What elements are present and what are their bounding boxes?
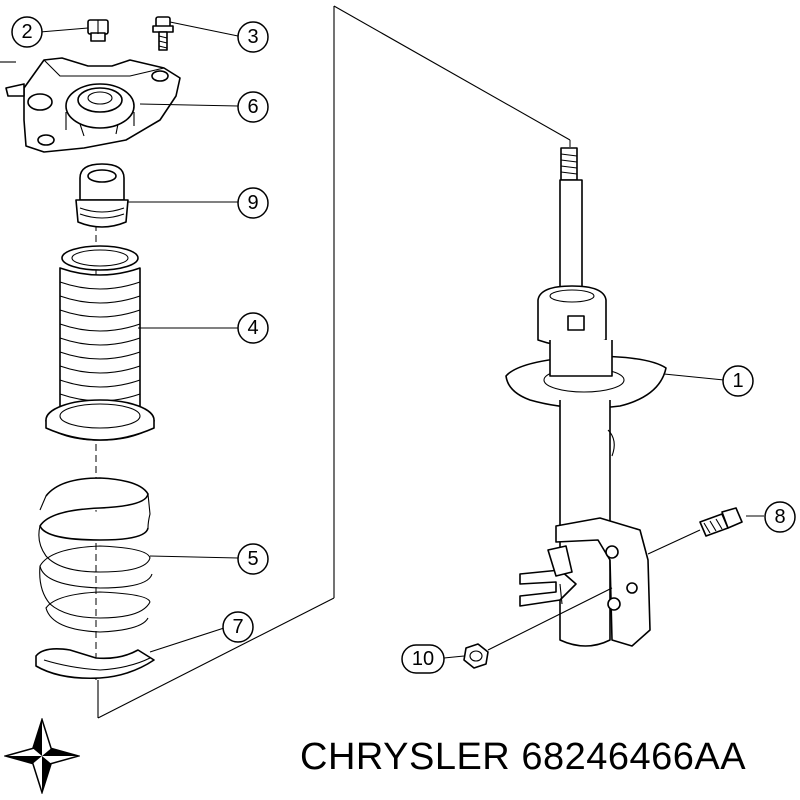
callout-9-label: 9	[247, 192, 258, 214]
part-7-spring-isolator	[35, 648, 155, 680]
callout-3: 3	[237, 21, 269, 53]
brand-name: CHRYSLER	[300, 736, 511, 778]
callout-9: 9	[237, 187, 269, 219]
part-number: 68246466AA	[521, 736, 747, 778]
part-6-upper-mount	[5, 57, 181, 153]
callout-7: 7	[222, 611, 254, 643]
callout-7-label: 7	[232, 616, 243, 638]
callout-2-label: 2	[21, 21, 32, 43]
part-2-nut	[87, 19, 109, 42]
callout-5-label: 5	[247, 548, 258, 570]
callout-10-label: 10	[412, 648, 434, 670]
callout-3-label: 3	[247, 26, 258, 48]
callout-4: 4	[237, 312, 269, 344]
callout-1: 1	[722, 365, 754, 397]
callout-6: 6	[237, 91, 269, 123]
part-9-bump-stop	[75, 163, 129, 228]
part-5-coil-spring	[38, 477, 153, 633]
callout-5: 5	[237, 543, 269, 575]
callout-4-label: 4	[247, 317, 258, 339]
callout-8: 8	[764, 501, 796, 533]
callout-1-label: 1	[732, 370, 743, 392]
part-4-dust-boot	[45, 245, 155, 441]
part-3-bolt	[152, 16, 174, 51]
callout-8-label: 8	[774, 506, 785, 528]
part-10-nut	[463, 643, 489, 669]
callout-6-label: 6	[247, 96, 258, 118]
leader-lines	[39, 21, 764, 659]
part-8-bolt	[699, 507, 743, 537]
pentastar-icon	[4, 718, 80, 794]
part-1-strut-assembly	[505, 147, 667, 647]
callout-10: 10	[401, 644, 445, 674]
part-caption: CHRYSLER 68246466AA	[300, 736, 795, 779]
callout-2: 2	[11, 16, 43, 48]
